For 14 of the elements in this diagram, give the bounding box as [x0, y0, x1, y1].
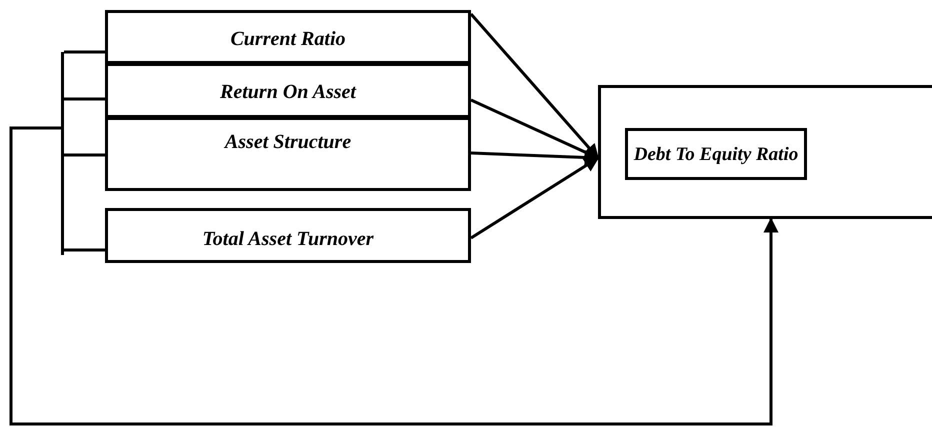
connector-line	[64, 154, 105, 156]
connector-line	[64, 98, 105, 100]
arrow	[470, 156, 600, 240]
variable-box: Total Asset Turnover	[105, 208, 471, 263]
variable-box: Current Ratio	[105, 10, 471, 64]
connector-line	[64, 248, 105, 252]
arrow	[10, 126, 778, 426]
variable-box: Return On Asset	[105, 63, 471, 118]
variable-box: Asset Structure	[105, 117, 471, 191]
variable-box: Debt To Equity Ratio	[625, 128, 807, 180]
arrow	[470, 13, 600, 160]
bracket-bar	[61, 52, 64, 255]
connector-line	[64, 50, 105, 54]
outer-box	[598, 85, 932, 219]
